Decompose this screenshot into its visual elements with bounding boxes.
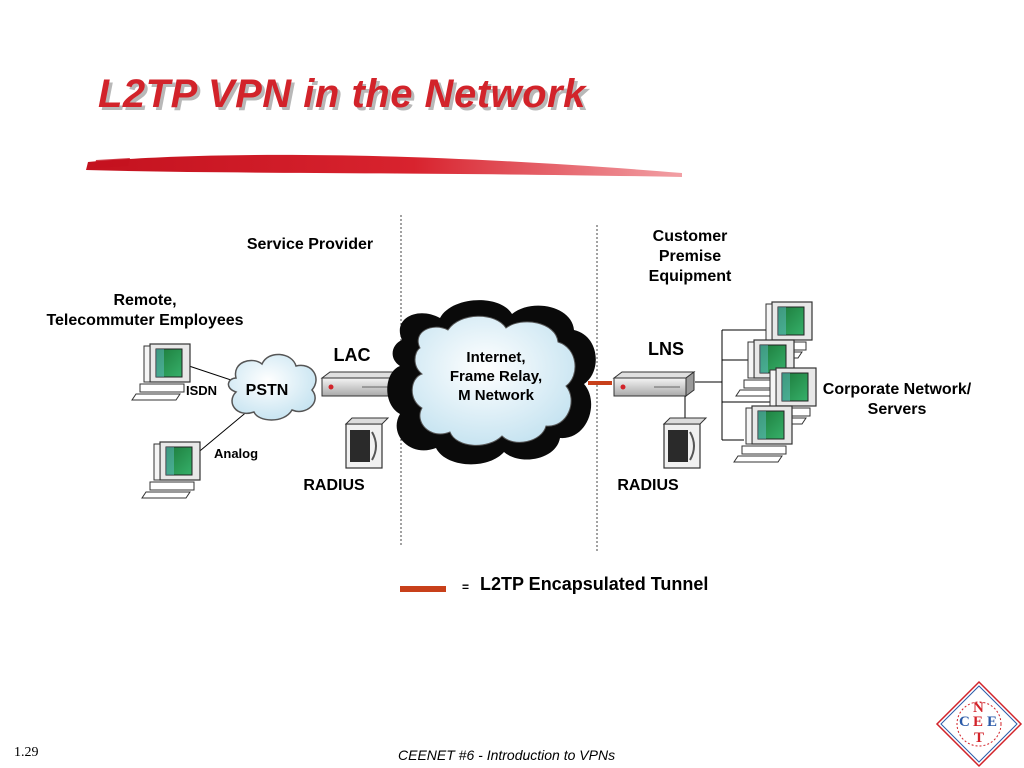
ceenet-logo [935, 680, 1023, 768]
logo-letter-n: N [973, 700, 984, 716]
corporate-line2: Servers [867, 401, 927, 418]
title-underline-brush [86, 154, 682, 177]
logo-letter-e1: E [973, 714, 984, 730]
corporate-pc-4 [733, 405, 793, 463]
service-provider-label: Service Provider [246, 236, 374, 253]
footer-text: CEENET #6 - Introduction to VPNs [398, 747, 616, 763]
legend-tunnel-swatch [400, 586, 446, 592]
remote-pc-isdn [131, 343, 191, 401]
internet-cloud-label: Internet, Frame Relay, M Network [436, 348, 556, 405]
slide-number: 1.29 [14, 745, 39, 760]
radius-server-left [345, 417, 389, 469]
radius-left-label: RADIUS [303, 477, 365, 494]
lac-label: LAC [333, 345, 371, 365]
customer-line1: Customer [652, 228, 728, 245]
radius-server-right [663, 417, 707, 469]
pstn-label: PSTN [245, 382, 289, 399]
remote-pc-analog [141, 441, 201, 499]
legend-equals: = [462, 580, 470, 594]
customer-line3: Equipment [648, 268, 732, 285]
remote-employees-label: Remote, Telecommuter Employees [20, 291, 270, 331]
cloud-line3: M Network [458, 387, 534, 404]
cloud-line2: Frame Relay, [449, 368, 543, 385]
remote-line2: Telecommuter Employees [46, 312, 244, 329]
logo-letter-c: C [959, 714, 970, 730]
pstn-cloud [227, 353, 317, 421]
legend-text: L2TP Encapsulated Tunnel [480, 574, 709, 594]
analog-label: Analog [214, 446, 259, 461]
logo-letter-e2: E [987, 714, 998, 730]
logo-letter-t: T [974, 730, 985, 746]
slide-title: L2TP VPN in the Network [98, 72, 586, 116]
isdn-label: ISDN [186, 383, 218, 398]
internet-cloud [411, 315, 576, 446]
corporate-network-label: Corporate Network/ Servers [812, 380, 982, 420]
customer-line2: Premise [658, 248, 722, 265]
corporate-line1: Corporate Network/ [822, 381, 972, 398]
lns-router [613, 371, 695, 397]
remote-line1: Remote, [113, 292, 177, 309]
lns-label: LNS [648, 339, 684, 359]
ceenet-logo-letters: N C E E T [937, 682, 1021, 766]
customer-premise-label: Customer Premise Equipment [620, 227, 760, 287]
cloud-line1: Internet, [466, 349, 526, 366]
radius-right-label: RADIUS [617, 477, 679, 494]
